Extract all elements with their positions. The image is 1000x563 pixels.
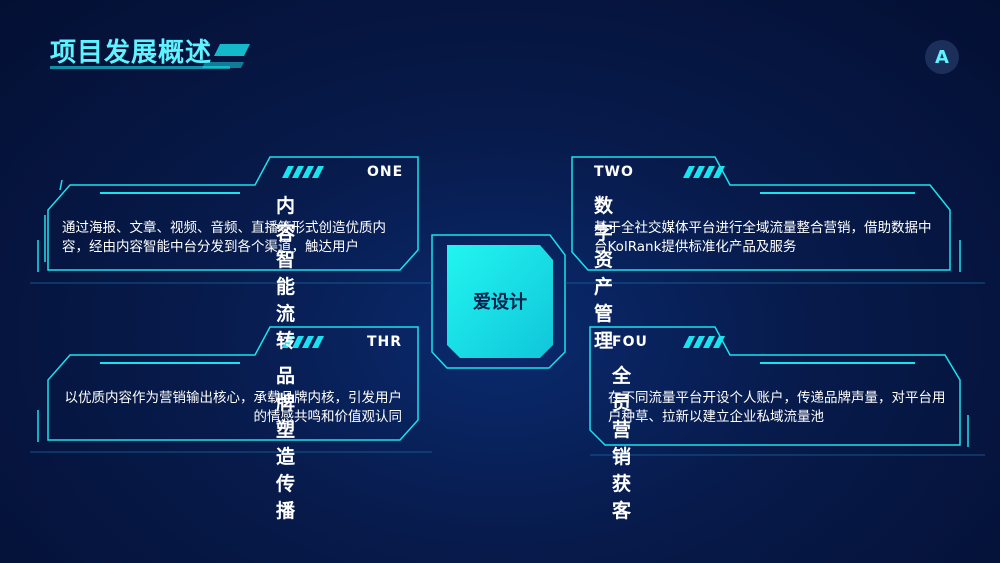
card-title: 内容智能流转 — [276, 195, 296, 352]
page-title: 项目发展概述 — [50, 38, 213, 68]
card-title: 数字资产管理 — [594, 195, 614, 352]
card-description: 以优质内容作为营销输出核心，承载品牌内核，引发用户的情感共鸣和价值观认同 — [64, 390, 403, 425]
card-title: 全员营销获客 — [612, 365, 632, 522]
card-description: 通过海报、文章、视频、音频、直播等形式创造优质内容，经由内容智能中台分发到各个渠… — [62, 220, 386, 255]
card-tag: TWO — [594, 164, 634, 180]
card-title: 品牌塑造传播 — [276, 365, 296, 522]
card-tag: ONE — [367, 164, 404, 180]
card-tag: FOU — [612, 334, 648, 350]
center-label: 爱设计 — [473, 292, 527, 313]
card-description: 基于全社交媒体平台进行全域流量整合营销，借助数据中台KolRank提供标准化产品… — [594, 220, 932, 255]
card-description: 在不同流量平台开设个人账户，传递品牌声量，对平台用户种草、拉新以建立企业私域流量… — [608, 390, 946, 425]
card-tag: THR — [367, 334, 403, 350]
app-logo-icon: A — [925, 40, 959, 74]
